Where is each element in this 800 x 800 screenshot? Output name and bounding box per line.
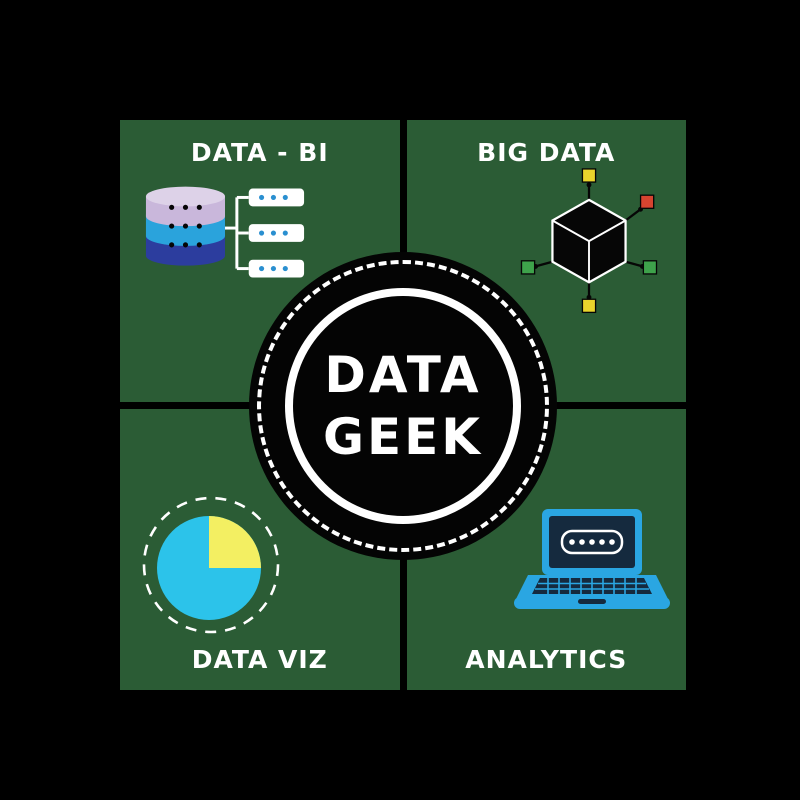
screen-field bbox=[560, 529, 624, 554]
laptop-screen bbox=[542, 508, 642, 575]
database-servers-svg bbox=[145, 186, 305, 278]
db-cylinder bbox=[145, 186, 226, 266]
cube-body bbox=[551, 198, 627, 284]
cube-network-icon bbox=[514, 168, 664, 318]
badge-text-line2: GEEK bbox=[322, 408, 484, 466]
cube-network-svg bbox=[520, 168, 658, 314]
laptop-latch bbox=[578, 598, 606, 604]
database-servers-icon bbox=[142, 184, 310, 284]
pie-chart-icon bbox=[136, 491, 286, 641]
screen-dots bbox=[569, 538, 615, 545]
badge-text-line1: DATA bbox=[324, 345, 482, 404]
pie-chart-svg bbox=[142, 496, 280, 633]
laptop-svg bbox=[514, 508, 670, 609]
analytics-title: ANALYTICS bbox=[465, 645, 628, 674]
laptop-base bbox=[514, 574, 670, 609]
pie-slice bbox=[209, 515, 261, 568]
network-nodes bbox=[520, 168, 658, 314]
big-data-title: BIG DATA bbox=[477, 138, 616, 167]
center-badge: DATA GEEK bbox=[249, 252, 557, 560]
pie-dashed-ring bbox=[142, 496, 280, 633]
server-boxes bbox=[248, 188, 305, 278]
data-bi-title: DATA - BI bbox=[190, 138, 329, 167]
db-connector-lines bbox=[225, 195, 249, 271]
badge-dashed-ring bbox=[257, 260, 549, 552]
server-dots bbox=[259, 194, 288, 272]
keyboard-grid bbox=[535, 577, 649, 594]
laptop-analytics-icon bbox=[512, 507, 672, 613]
badge-inner-ring: DATA GEEK bbox=[285, 288, 521, 524]
db-dots bbox=[169, 204, 202, 248]
data-viz-title: DATA VIZ bbox=[191, 645, 328, 674]
